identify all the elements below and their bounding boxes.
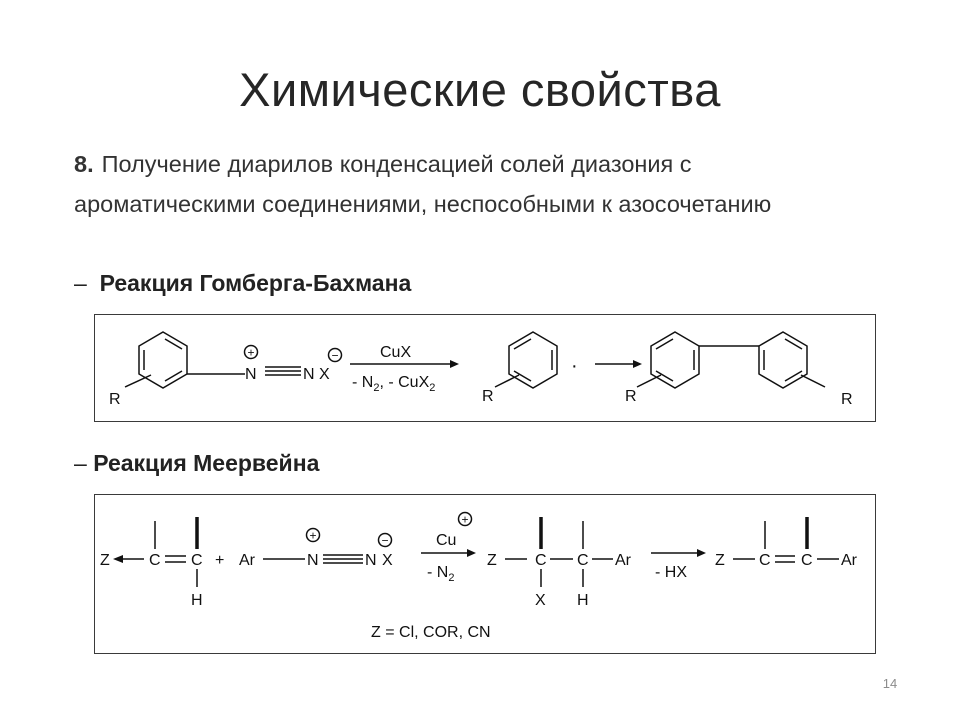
r-bond-1 <box>124 374 152 388</box>
z-substituents-note: Z = Cl, COR, CN <box>371 624 491 641</box>
c-label-1: C <box>149 552 161 569</box>
n-label-1: N <box>245 366 257 383</box>
x-label-2: X <box>535 592 546 609</box>
radical-dot: · <box>571 355 578 377</box>
gomberg-scheme-drawing: R N N X + − CuX - N2, - CuX2 R · R R <box>109 331 853 408</box>
gomberg-heading: – Реакция Гомберга-Бахмана <box>74 270 411 297</box>
diazonium-plus-circle <box>305 527 321 543</box>
meerwein-scheme-drawing: Z C C H + Ar N N X + − Cu + - N2 Z C C A… <box>100 511 858 641</box>
diazonium-minus-circle <box>377 532 393 548</box>
point-text: Получение диарилов конденсацией солей ди… <box>74 151 772 217</box>
z-label-2: Z <box>487 552 497 569</box>
meerwein-dash: – <box>74 450 87 476</box>
c-label-3: C <box>535 552 547 569</box>
r-label-4: R <box>841 391 853 408</box>
point-number: 8. <box>74 151 94 177</box>
plus-charge-circle <box>243 344 259 360</box>
ar-label-2: Ar <box>615 552 632 569</box>
meerwein-title: Реакция Меервейна <box>93 450 320 476</box>
x-label-1: X <box>382 552 393 569</box>
n-label-2: N <box>365 552 377 569</box>
c-label-2: C <box>191 552 203 569</box>
diazonium-plus-sign: + <box>309 529 316 543</box>
r-label-3: R <box>625 388 637 405</box>
z-label-1: Z <box>100 552 110 569</box>
minus-charge-circle <box>327 347 343 363</box>
ar-label-3: Ar <box>841 552 858 569</box>
plus-operator: + <box>215 552 224 569</box>
h-label-1: H <box>191 592 203 609</box>
x-label: X <box>319 366 330 383</box>
c-label-6: C <box>801 552 813 569</box>
slide-number: 14 <box>882 676 898 691</box>
h-label-2: H <box>577 592 589 609</box>
ar-label-1: Ar <box>239 552 256 569</box>
inductive-arrowhead <box>113 555 123 563</box>
minus-charge-sign: − <box>331 349 338 363</box>
benzene-ring-2 <box>508 331 558 389</box>
r-bond-3 <box>636 374 662 388</box>
gomberg-dash: – <box>74 270 87 296</box>
cu-plus-sign: + <box>461 513 468 527</box>
arrow-top-text: CuX <box>380 344 411 361</box>
biphenyl-ring-left <box>650 331 700 389</box>
arrow2-bottom-text: - HX <box>655 564 687 581</box>
c-label-5: C <box>759 552 771 569</box>
benzene-ring-1 <box>138 331 188 389</box>
slide-title: Химические свойства <box>239 63 721 116</box>
gomberg-scheme: R N N X + − CuX - N2, - CuX2 R · R R <box>94 314 876 422</box>
meerwein-scheme: Z C C H + Ar N N X + − Cu + - N2 Z C C A… <box>94 494 876 654</box>
gomberg-title: Реакция Гомберга-Бахмана <box>99 270 412 296</box>
r-label-1: R <box>109 391 121 408</box>
arrow-bottom-text: - N2, - CuX2 <box>352 374 435 394</box>
n-label-1: N <box>307 552 319 569</box>
point-8: 8.Получение диарилов конденсацией солей … <box>74 144 874 224</box>
diazonium-minus-sign: − <box>381 534 388 548</box>
r-bond-2 <box>494 374 520 388</box>
biphenyl-ring-right <box>758 331 808 389</box>
arrow1-bottom-text: - N2 <box>427 564 454 584</box>
cu-label: Cu <box>436 532 456 549</box>
c-label-4: C <box>577 552 589 569</box>
meerwein-heading: – Реакция Меервейна <box>74 450 319 477</box>
r-label-2: R <box>482 388 494 405</box>
n-label-2: N <box>303 366 315 383</box>
r-bond-4 <box>800 374 826 388</box>
z-label-3: Z <box>715 552 725 569</box>
cu-plus-circle <box>457 511 473 527</box>
plus-charge-sign: + <box>247 346 254 360</box>
